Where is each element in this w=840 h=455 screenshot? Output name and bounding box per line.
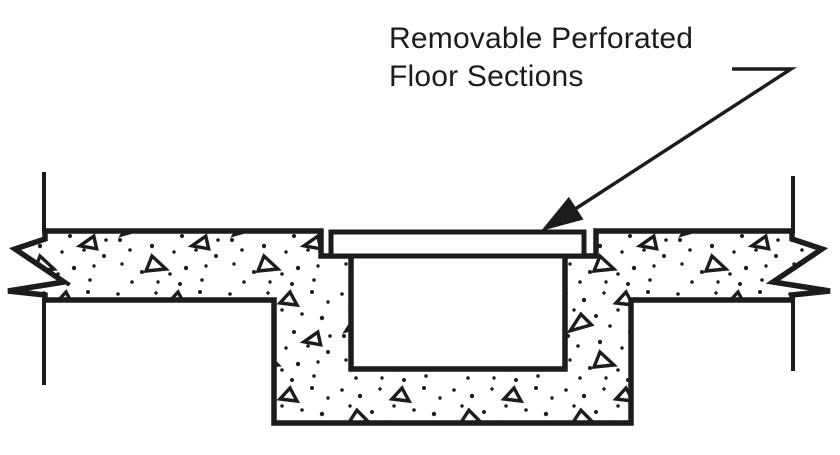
label-line-2: Floor Sections xyxy=(389,60,584,93)
concrete-section xyxy=(7,228,831,426)
diagram-label: Removable Perforated Floor Sections xyxy=(389,20,693,96)
leader-arrowhead-icon xyxy=(541,196,584,231)
removable-floor-cover xyxy=(328,229,587,259)
label-line-1: Removable Perforated xyxy=(389,22,694,55)
leader-line xyxy=(548,67,797,228)
